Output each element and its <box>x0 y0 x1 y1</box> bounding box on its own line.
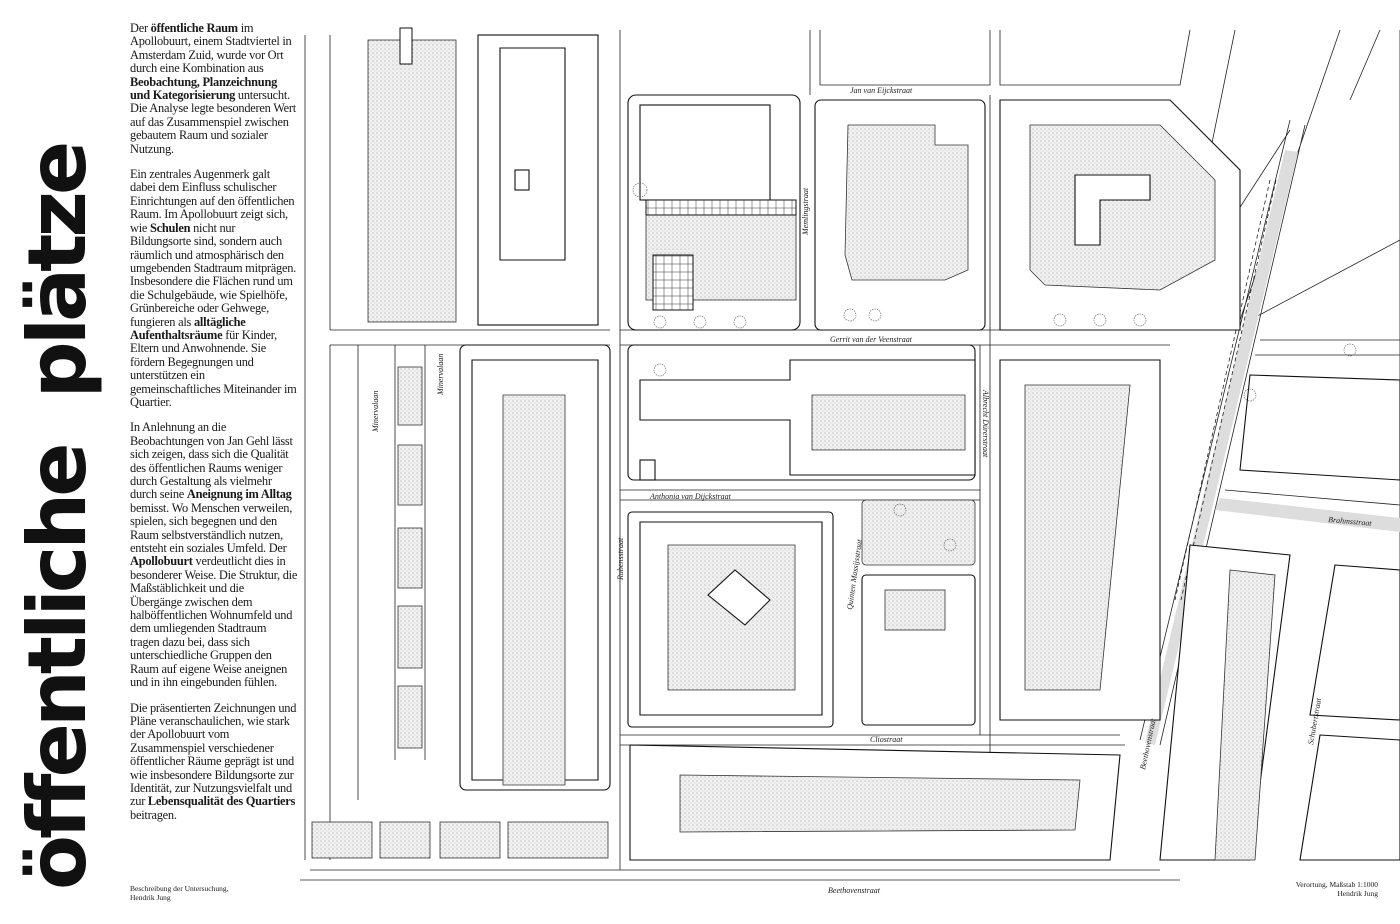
label-beethovenstraat-south: Beethovenstraat <box>828 886 881 895</box>
body-text: Ein zentrales Augenmerk galt dabei dem E… <box>130 167 295 235</box>
emphasis-text: Schulen <box>150 220 191 235</box>
body-text: In Anlehnung an die Beobachtungen von Ja… <box>130 420 293 502</box>
title-word-2: plätze <box>11 144 104 399</box>
trees <box>632 182 1357 552</box>
description-text: Der öffentliche Raum im Apollobuurt, ein… <box>130 21 298 834</box>
label-cliostraat: Cliostraat <box>870 735 903 744</box>
paragraph: Ein zentrales Augenmerk galt dabei dem E… <box>130 167 298 409</box>
caption-right-scale: Verortung, Maßstab 1:1000 <box>1295 880 1378 889</box>
label-rubensstraat: Rubensstraat <box>616 537 625 581</box>
emphasis-text: Aneignung im Alltag <box>186 487 292 502</box>
emphasis-text: Lebensqualität des Quartiers <box>147 794 296 809</box>
paragraph: In Anlehnung an die Beobachtungen von Ja… <box>130 421 298 689</box>
label-jan-van-eijckstraat: Jan van Eijckstraat <box>850 86 913 95</box>
site-plan-map: Jan van Eijckstraat Memlingstraat Gerrit… <box>300 27 1400 895</box>
body-text: bemisst. Wo Menschen verweilen, spielen,… <box>130 500 293 556</box>
label-anthonia-van-dijckstraat: Anthonia van Dijckstraat <box>649 492 732 501</box>
text-column: Der öffentliche Raum im Apollobuurt, ein… <box>130 21 298 902</box>
body-text: verdeutlicht dies in besonderer Weise. D… <box>130 554 298 690</box>
body-text: Die präsentierten Zeichnungen und Pläne … <box>130 700 297 809</box>
caption-left-line: Beschreibung der Untersuchung, <box>130 884 229 893</box>
emphasis-text: Beobachtung, Planzeichnung und Kategoris… <box>130 74 278 103</box>
paragraph: Der öffentliche Raum im Apollobuurt, ein… <box>130 21 298 156</box>
caption-right-author: Hendrik Jung <box>1337 889 1378 898</box>
body-text: untersucht. Die Analyse legte besonderen… <box>130 88 296 156</box>
label-quinten-massijsstraat: Quinten Massijsstraat <box>845 538 864 610</box>
tram-track <box>1145 150 1400 745</box>
label-brahmsstraat: Brahmsstraat <box>1328 515 1373 528</box>
body-text: im Apollobuurt, einem Stadtviertel in Am… <box>130 21 292 76</box>
label-gerrit-van-der-veenstraat: Gerrit van der Veenstraat <box>830 335 913 344</box>
caption-left: Beschreibung der Untersuchung, Hendrik J… <box>130 878 298 902</box>
caption-left-author: Hendrik Jung <box>130 893 171 902</box>
poster-title: öffentliche plätze <box>8 145 108 890</box>
minervalaan-park <box>311 27 609 859</box>
label-albrecht-durerstraat: Albrecht Dürerstraat <box>981 389 990 458</box>
label-minervalaan-1: Minervalaan <box>371 391 380 433</box>
building-blocks <box>459 34 1400 861</box>
emphasis-text: Apollobuurt <box>130 554 193 569</box>
paragraph: Die präsentierten Zeichnungen und Pläne … <box>130 700 298 823</box>
body-text: beitragen. <box>130 807 177 822</box>
label-memlingstraat: Memlingstraat <box>801 187 810 236</box>
title-word-1: öffentliche <box>11 446 104 891</box>
body-text: Der <box>130 21 151 35</box>
body-text: nicht nur Bildungsorte sind, sondern auc… <box>130 220 297 329</box>
body-text: für Kinder, Eltern und Anwohnende. Sie f… <box>130 327 297 409</box>
emphasis-text: alltägliche Aufenthaltsräume <box>130 314 246 342</box>
emphasis-text: öffentliche Raum <box>150 21 238 35</box>
caption-right: Verortung, Maßstab 1:1000 Hendrik Jung <box>1296 880 1378 898</box>
label-minervalaan-2: Minervalaan <box>436 354 445 396</box>
